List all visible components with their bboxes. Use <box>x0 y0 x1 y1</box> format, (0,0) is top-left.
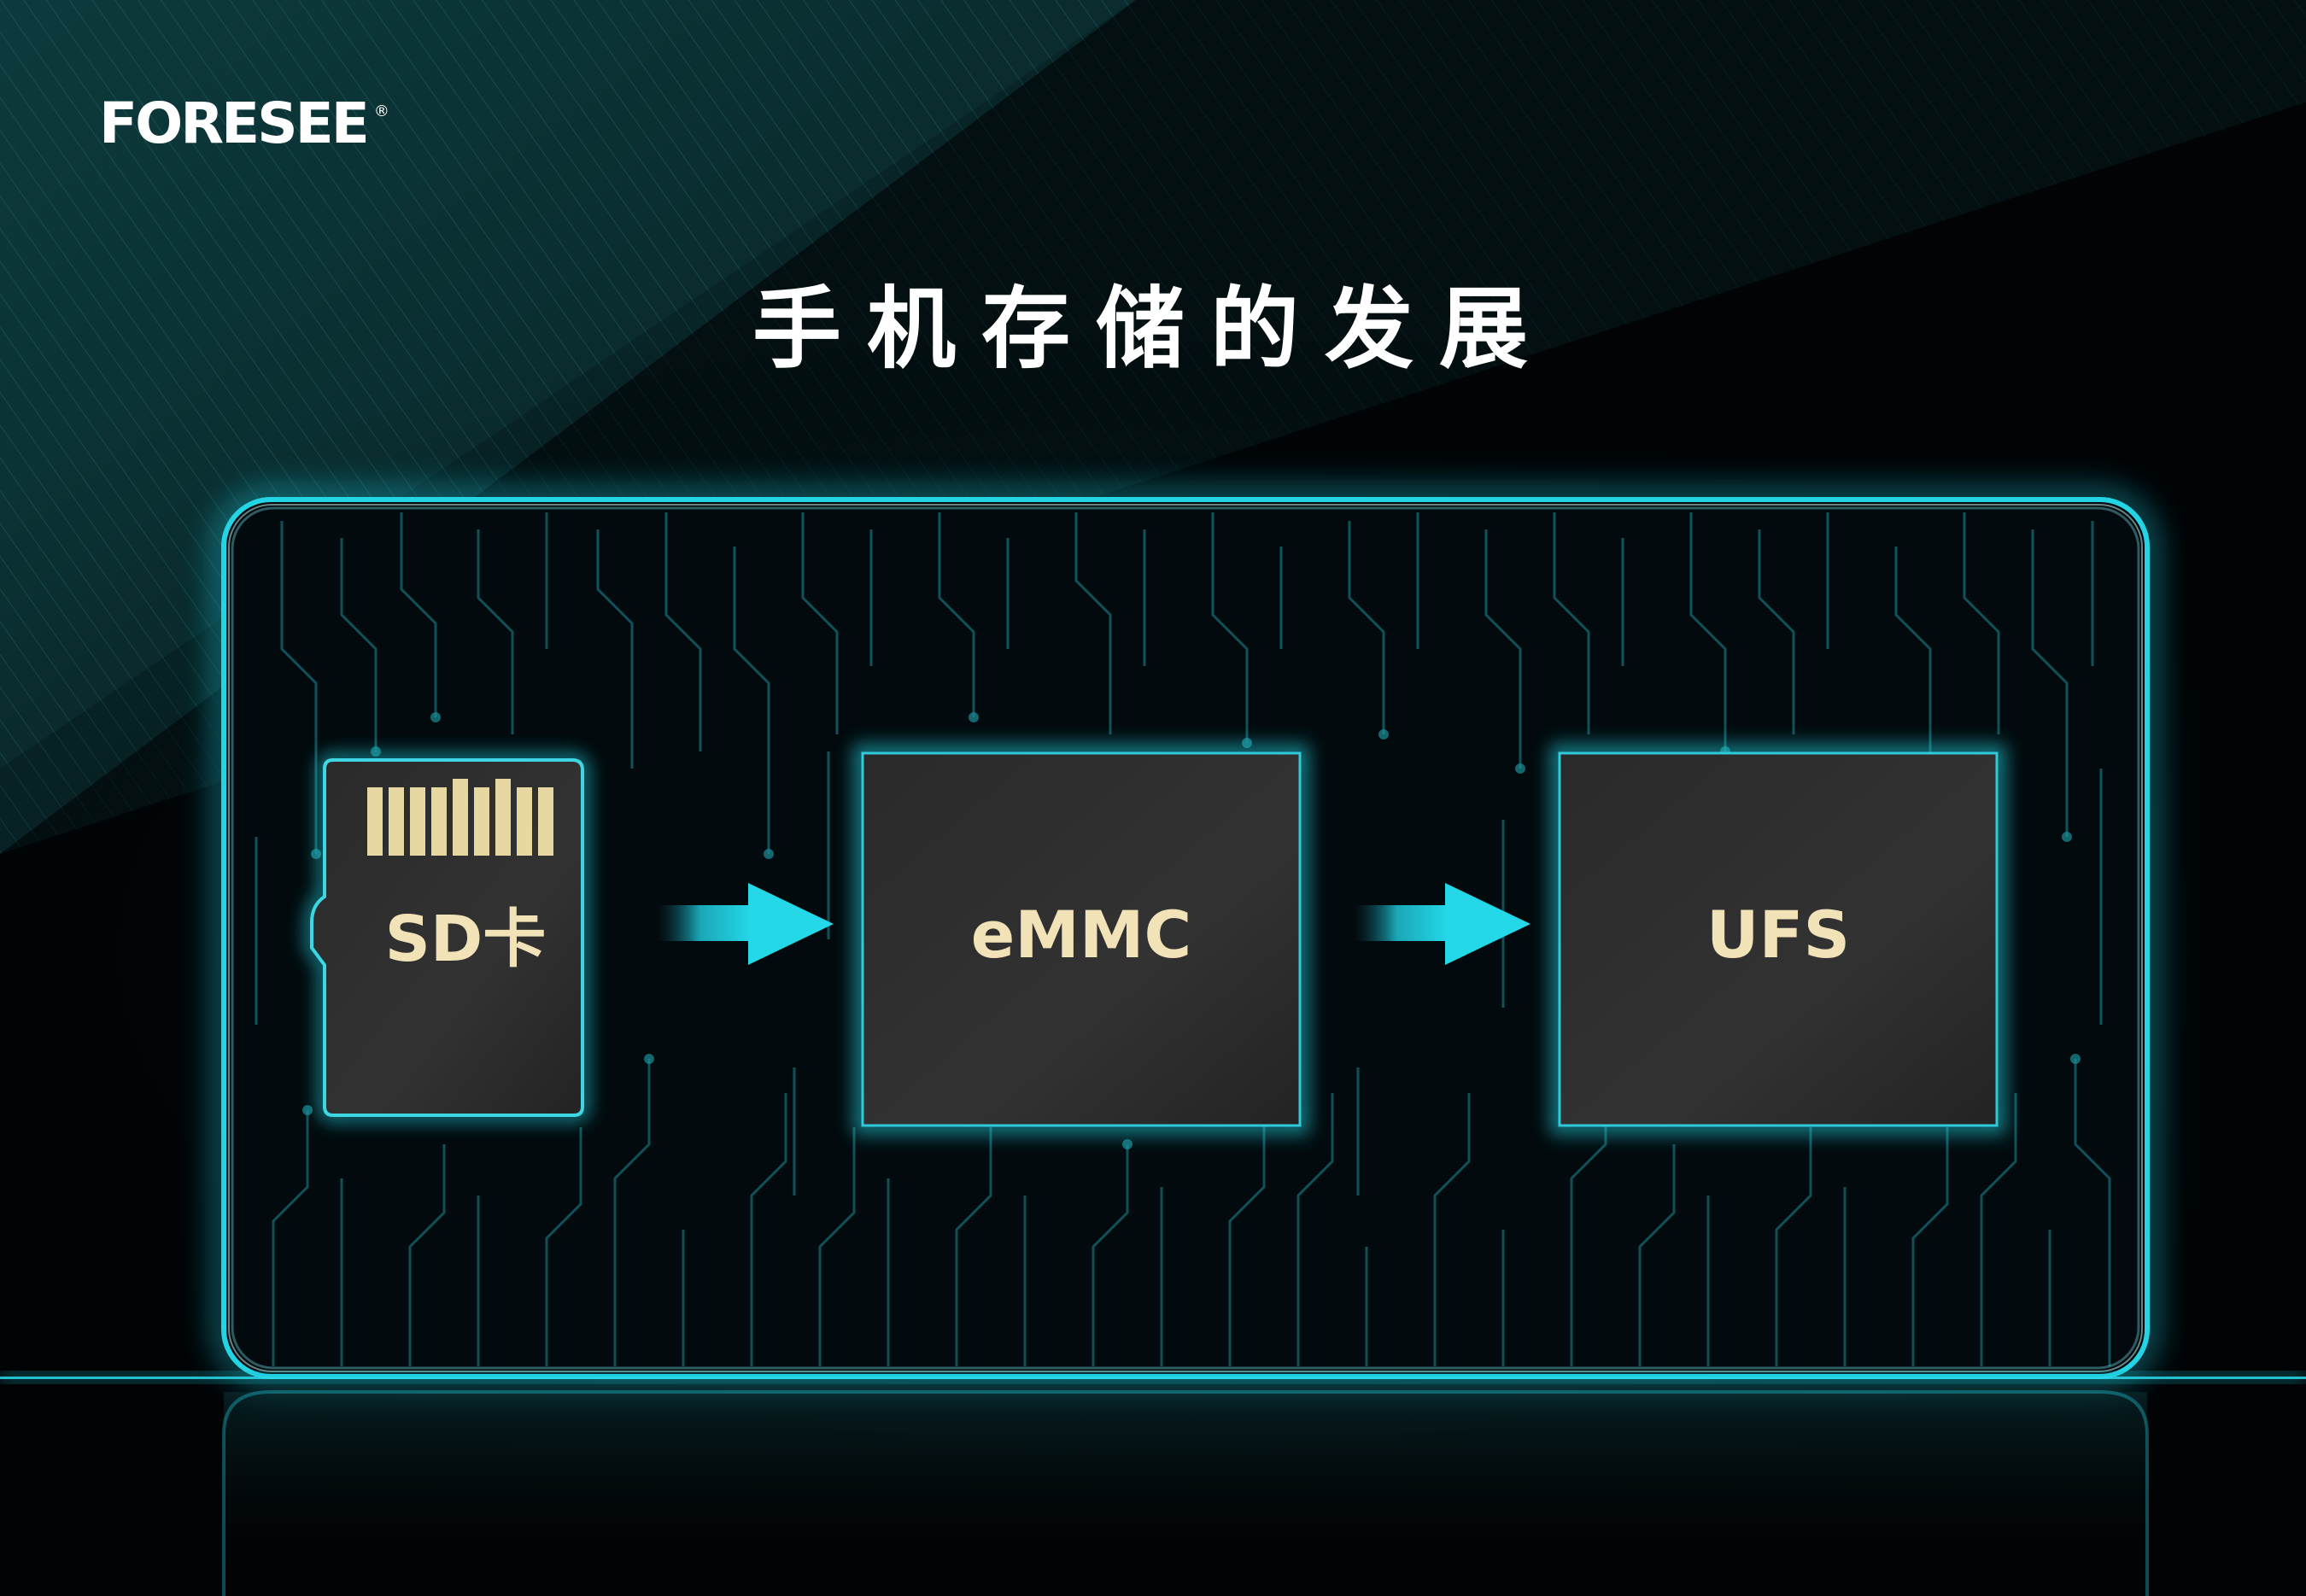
ufs-label: UFS <box>1706 897 1851 973</box>
emmc-chip <box>861 751 1302 1127</box>
floor-line <box>0 1377 2306 1379</box>
ufs-chip <box>1558 751 1999 1127</box>
circuit-lines <box>255 512 2111 1366</box>
panel-reflection <box>222 1390 2149 1596</box>
sd-card-label: SD卡 <box>384 903 547 976</box>
sd-contacts <box>367 779 553 856</box>
registered-mark: ® <box>373 102 389 120</box>
foresee-logo: FORESEE ® <box>99 85 389 162</box>
sd-card <box>305 753 589 1122</box>
emmc-label: eMMC <box>970 897 1192 973</box>
page-title: 手机存储的发展 <box>752 277 1554 381</box>
right-arrow-icon <box>1355 883 1531 965</box>
right-arrow-icon <box>658 883 834 965</box>
logo-text: FORESEE <box>99 91 370 156</box>
